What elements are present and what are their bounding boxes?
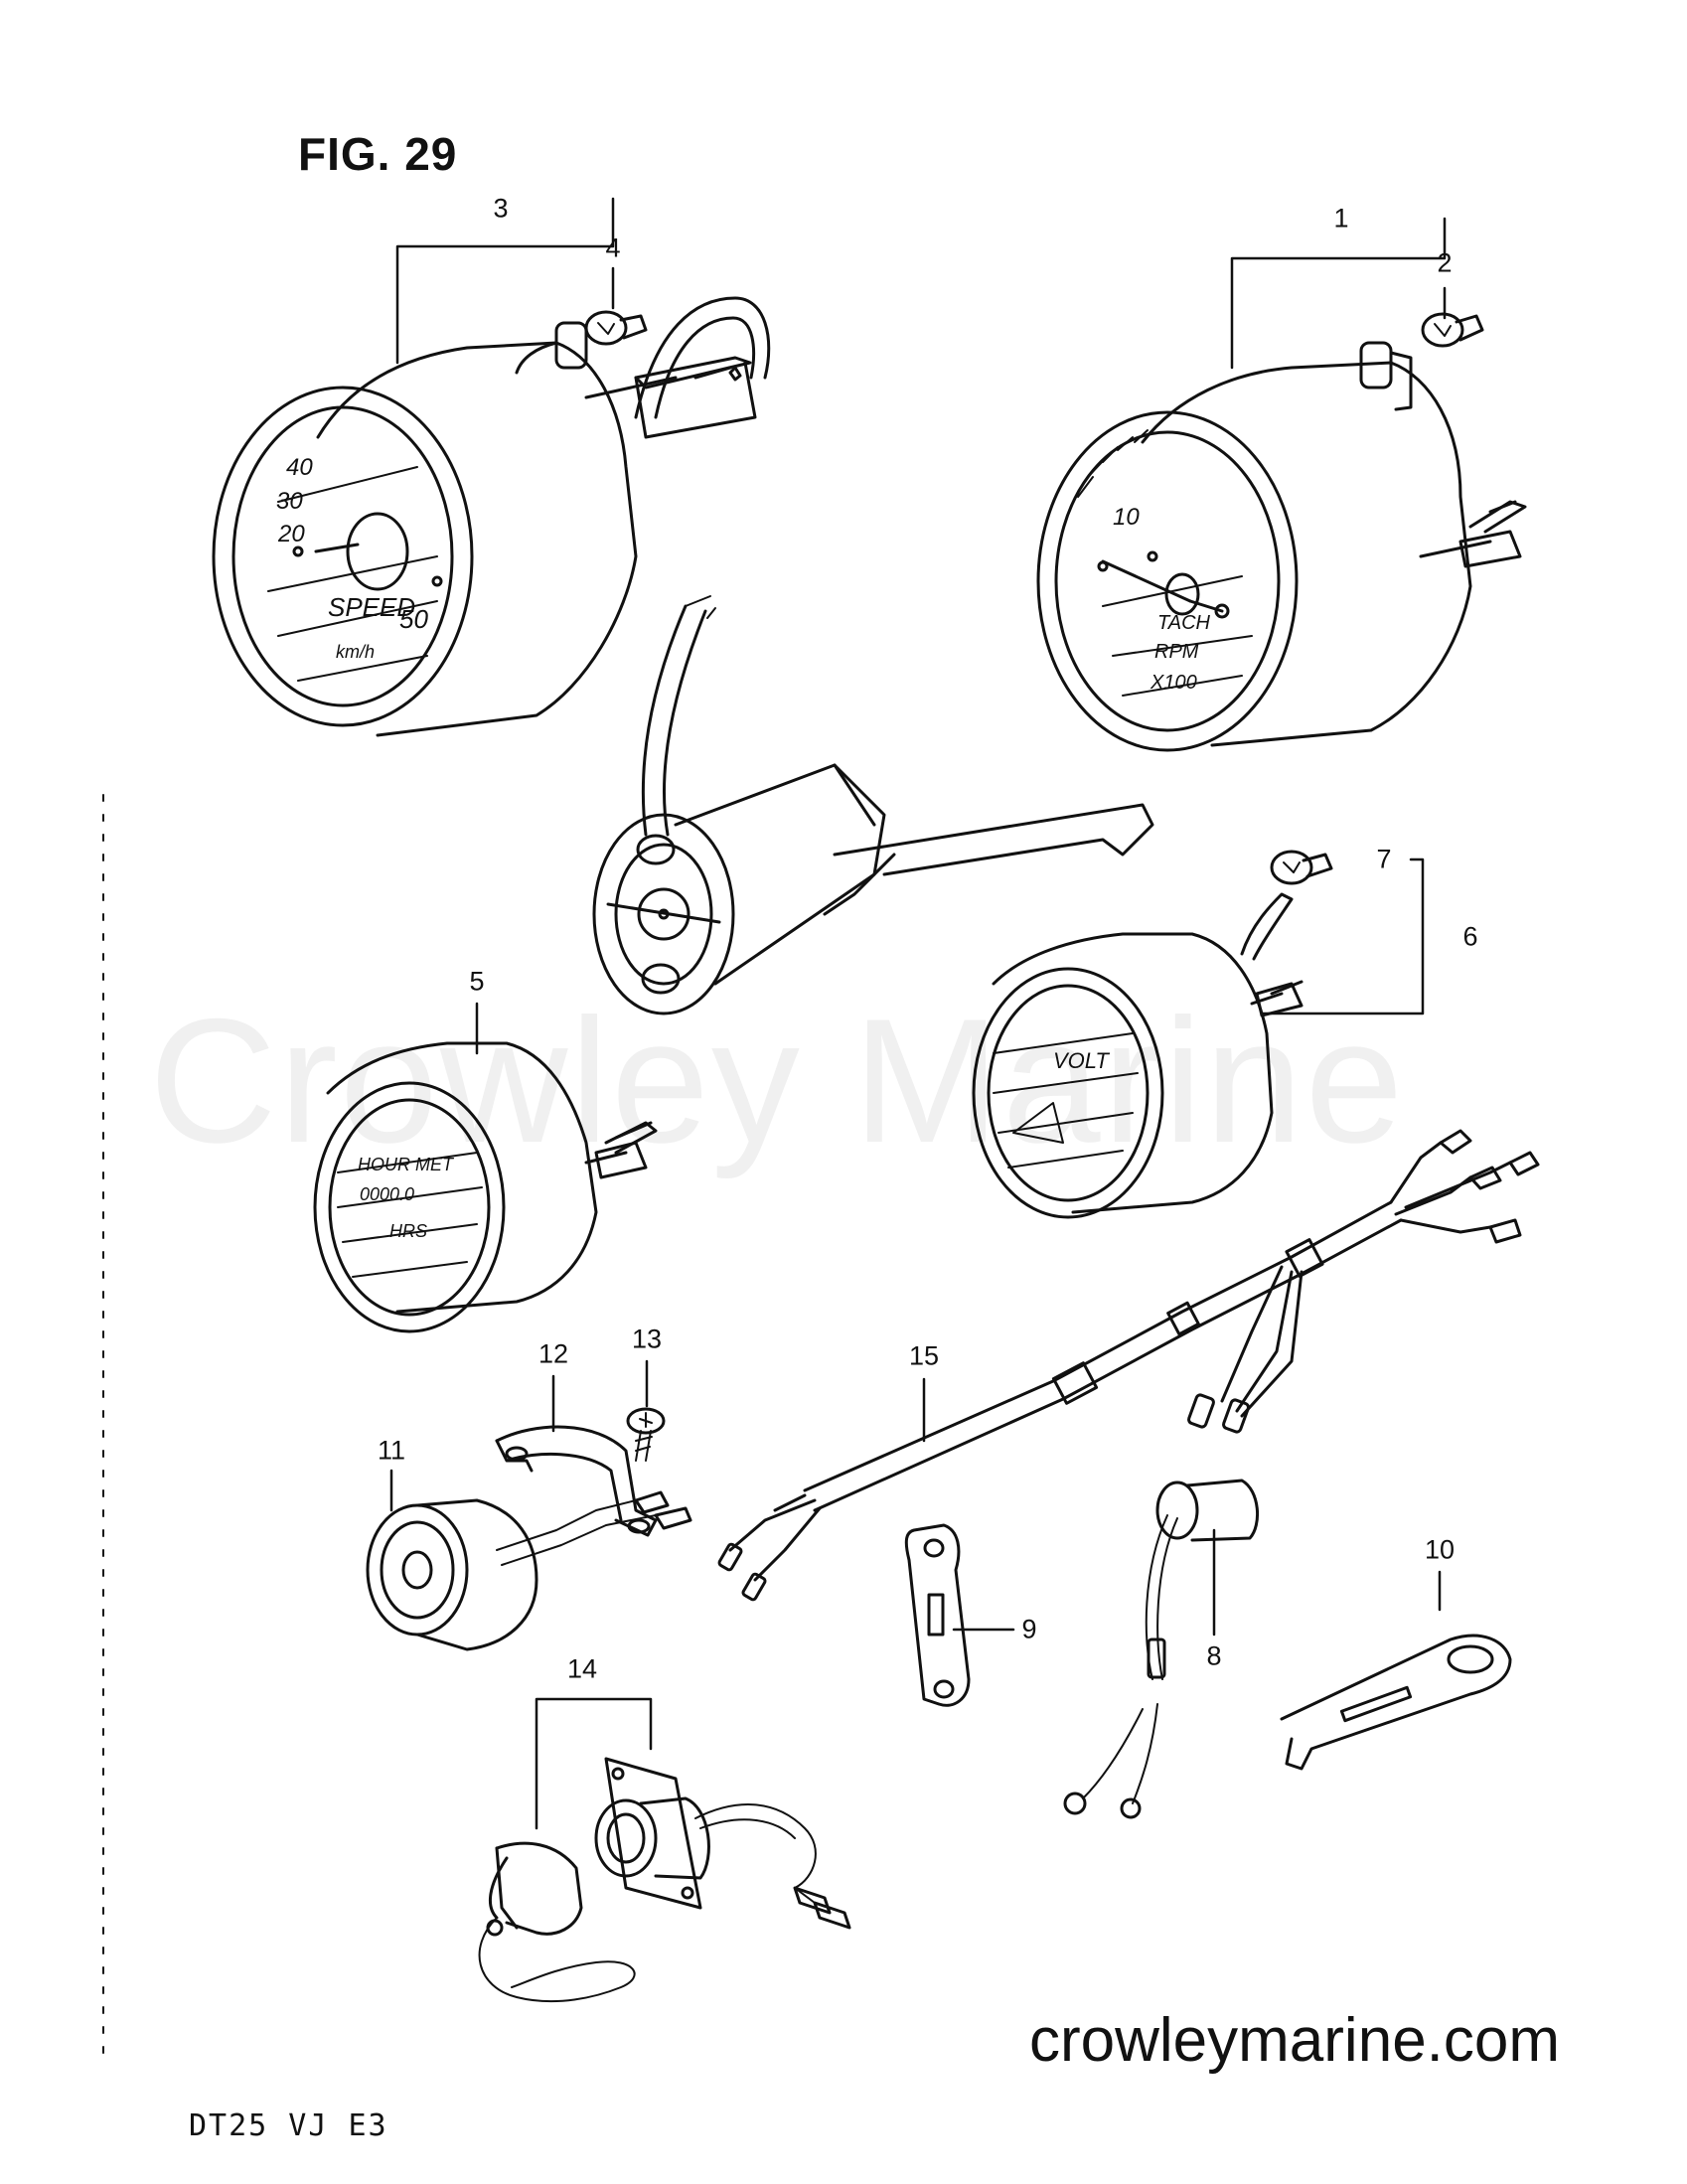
receptacle-14 (478, 1757, 851, 2003)
speed-scale-40: 40 (286, 454, 313, 481)
callout-7: 7 (1376, 844, 1392, 874)
callout-11: 11 (377, 1435, 406, 1466)
callout-12: 12 (537, 1338, 569, 1369)
callout-15: 15 (908, 1340, 940, 1371)
tachometer-gauge (1036, 341, 1527, 752)
callout-8: 8 (1206, 1640, 1222, 1671)
leader-7 (1260, 858, 1425, 1015)
screw-13 (626, 1407, 666, 1462)
remote-control-box (592, 763, 1154, 1015)
callout-2: 2 (1437, 247, 1453, 278)
hour-meter-word: HOUR MET (358, 1155, 455, 1174)
voltmeter-gauge (972, 892, 1304, 1219)
plate-9 (904, 1523, 971, 1707)
wire-harness (717, 1129, 1540, 1602)
leader-14 (535, 1697, 653, 1830)
leader-lines (389, 197, 1447, 1830)
speed-scale-30: 30 (276, 488, 303, 515)
website-footer: crowleymarine.com (1029, 2006, 1561, 2075)
callout-14: 14 (566, 1653, 598, 1684)
callout-13: 13 (631, 1324, 663, 1354)
tach-rpm-word: RPM (1154, 641, 1199, 663)
callout-9: 9 (1021, 1614, 1037, 1644)
model-code: DT25 VJ E3 (189, 2108, 388, 2143)
mounting-band-12 (495, 1425, 658, 1537)
watermark-text: Crowley Marine (149, 982, 1406, 1179)
callout-6: 6 (1462, 921, 1478, 952)
callout-3: 3 (493, 193, 509, 224)
callout-5: 5 (469, 966, 485, 997)
hour-meter-hrs: HRS (389, 1221, 427, 1241)
speed-scale-20: 20 (277, 521, 305, 547)
tach-label-word: TACH (1157, 612, 1211, 634)
hour-meter-gauge (313, 1041, 658, 1333)
callout-4: 4 (605, 233, 621, 263)
bulb-7-socket (1270, 850, 1333, 885)
speedo-cable (641, 595, 716, 837)
speedometer-gauge (212, 296, 771, 737)
tach-x100-word: X100 (1150, 672, 1197, 694)
leader-3 (395, 197, 615, 365)
tach-scale-10: 10 (1113, 504, 1140, 531)
tachometer-dial-labels: 10 TACH RPM X100 (1113, 504, 1211, 694)
switch-8 (1063, 1479, 1260, 1819)
callout-1: 1 (1333, 203, 1349, 234)
speed-dial-word: SPEED (328, 592, 415, 622)
bulb-2-socket (1421, 312, 1484, 348)
leader-1 (1230, 217, 1447, 370)
bulb-4-socket (584, 310, 648, 346)
hour-meter-labels: HOUR MET 0000.0 HRS (358, 1155, 455, 1241)
voltmeter-labels: VOLT (1053, 1048, 1110, 1073)
speedometer-scale-labels: 40 30 20 SPEED 50 km/h (276, 454, 428, 662)
key-switch-11 (366, 1490, 692, 1651)
hour-meter-counter: 0000.0 (360, 1184, 414, 1204)
bracket-10 (1280, 1634, 1512, 1771)
speed-scale-50: 50 (399, 604, 428, 634)
figure-title: FIG. 29 (298, 128, 458, 180)
callout-10: 10 (1424, 1534, 1456, 1565)
speed-unit: km/h (336, 642, 375, 662)
volt-dial-word: VOLT (1053, 1048, 1110, 1073)
